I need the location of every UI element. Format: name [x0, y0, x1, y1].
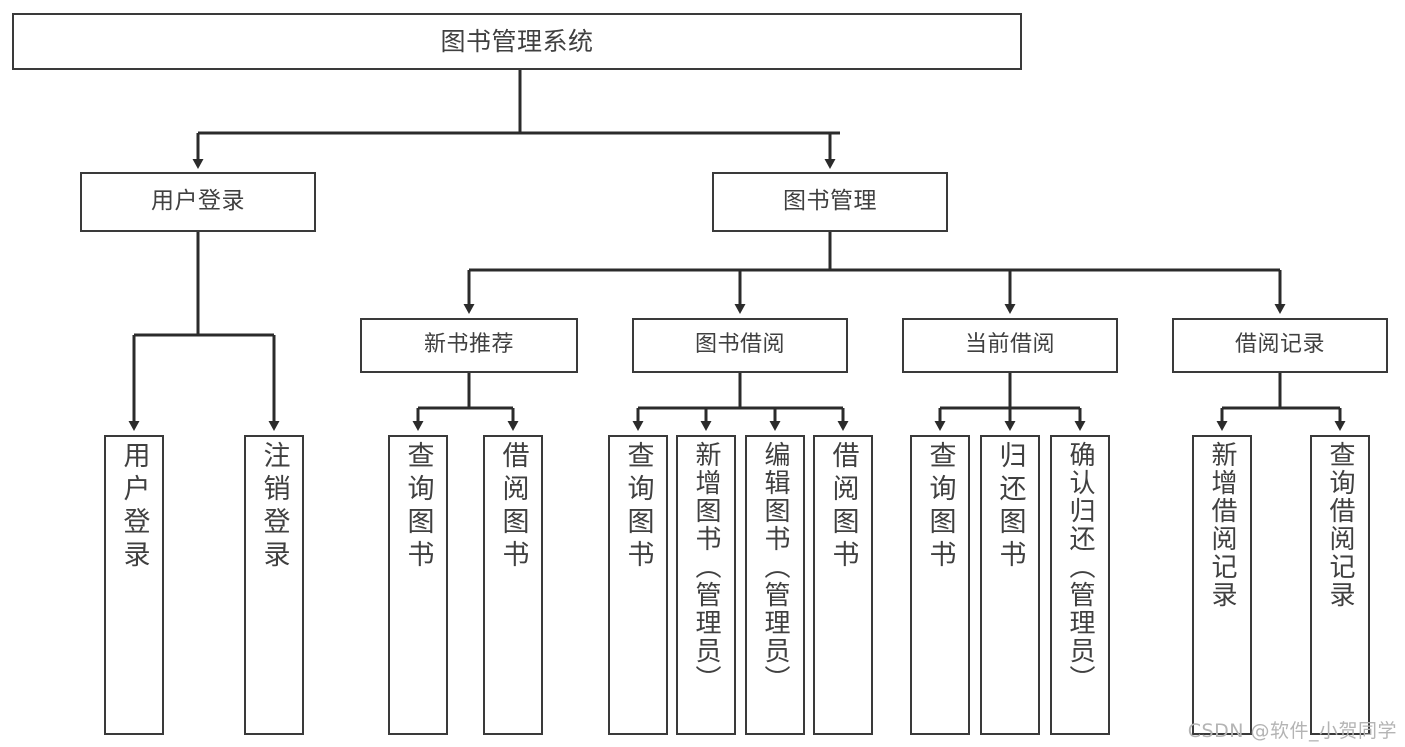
node-label: 编辑图书（管理员）	[760, 441, 790, 693]
node-label: 借阅图书	[827, 441, 859, 573]
node-label: 图书借阅	[694, 332, 785, 358]
node-label: 图书管理	[783, 188, 877, 215]
node-book-management[interactable]: 图书管理	[712, 172, 948, 232]
watermark-text: CSDN @软件_小贺同学	[1187, 720, 1397, 742]
leaf-recommend-query-book[interactable]: 查询图书	[388, 435, 448, 735]
leaf-records-add-record[interactable]: 新增借阅记录	[1192, 435, 1252, 735]
node-book-borrow[interactable]: 图书借阅	[632, 318, 848, 373]
leaf-current-confirm-return-admin[interactable]: 确认归还（管理员）	[1050, 435, 1110, 735]
leaf-borrow-edit-book-admin[interactable]: 编辑图书（管理员）	[745, 435, 805, 735]
node-new-book-recommend[interactable]: 新书推荐	[360, 318, 578, 373]
node-label: 图书管理系统	[440, 26, 594, 56]
node-label: 借阅记录	[1234, 332, 1325, 358]
node-label: 查询图书	[622, 441, 654, 573]
node-label: 借阅图书	[497, 441, 529, 573]
leaf-records-query-record[interactable]: 查询借阅记录	[1310, 435, 1370, 735]
leaf-recommend-borrow-book[interactable]: 借阅图书	[483, 435, 543, 735]
node-label: 新书推荐	[423, 332, 514, 358]
node-borrow-records[interactable]: 借阅记录	[1172, 318, 1388, 373]
node-current-borrow[interactable]: 当前借阅	[902, 318, 1118, 373]
node-label: 用户登录	[151, 188, 245, 215]
leaf-user-login-login[interactable]: 用户登录	[104, 435, 164, 735]
leaf-borrow-query-book[interactable]: 查询图书	[608, 435, 668, 735]
node-label: 查询图书	[924, 441, 956, 573]
node-label: 查询图书	[402, 441, 434, 573]
node-label: 当前借阅	[964, 332, 1055, 358]
leaf-borrow-add-book-admin[interactable]: 新增图书（管理员）	[676, 435, 736, 735]
leaf-borrow-borrow-book[interactable]: 借阅图书	[813, 435, 873, 735]
leaf-current-return-book[interactable]: 归还图书	[980, 435, 1040, 735]
leaf-user-login-logout[interactable]: 注销登录	[244, 435, 304, 735]
node-root-system[interactable]: 图书管理系统	[12, 13, 1022, 70]
node-user-login[interactable]: 用户登录	[80, 172, 316, 232]
node-label: 查询借阅记录	[1325, 441, 1355, 609]
node-label: 新增借阅记录	[1207, 441, 1237, 609]
node-label: 新增图书（管理员）	[691, 441, 721, 693]
leaf-current-query-book[interactable]: 查询图书	[910, 435, 970, 735]
node-label: 确认归还（管理员）	[1065, 441, 1095, 693]
node-label: 归还图书	[994, 441, 1026, 573]
node-label: 注销登录	[258, 441, 290, 573]
node-label: 用户登录	[118, 441, 150, 573]
